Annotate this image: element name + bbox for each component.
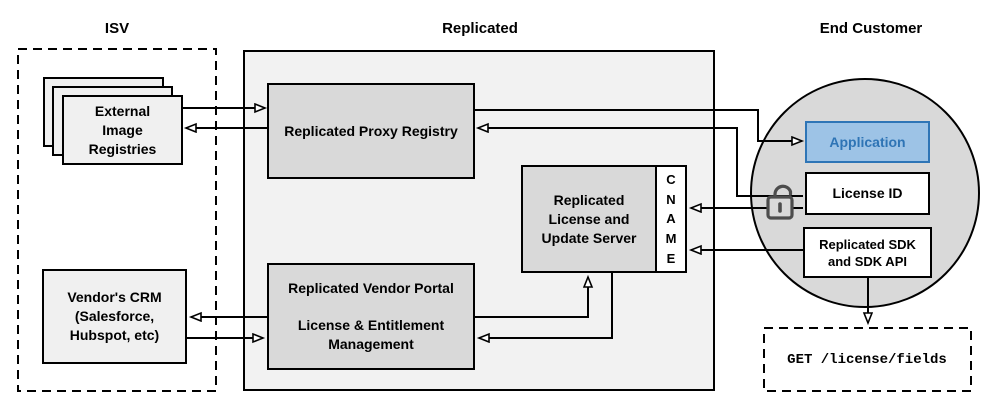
registries-label-line2: Image bbox=[102, 121, 143, 138]
replicated-heading: Replicated bbox=[442, 20, 518, 37]
isv-heading: ISV bbox=[104, 20, 130, 37]
vendor-portal-box: Replicated Vendor Portal License & Entit… bbox=[267, 263, 475, 370]
vendor-portal-label-line1: Replicated Vendor Portal bbox=[288, 280, 454, 296]
crm-label-line2: (Salesforce, bbox=[74, 308, 155, 324]
registries-label-line3: Registries bbox=[88, 140, 157, 157]
sdk-box: Replicated SDK and SDK API bbox=[803, 227, 932, 278]
vendor-crm-box: Vendor's CRM (Salesforce, Hubspot, etc) bbox=[42, 269, 187, 364]
cname-strip: C N A M E bbox=[655, 165, 687, 273]
crm-label-line1: Vendor's CRM bbox=[67, 289, 162, 305]
license-server-label-line1: Replicated bbox=[553, 191, 625, 208]
end-customer-heading: End Customer bbox=[819, 20, 923, 37]
license-update-server-box: Replicated License and Update Server bbox=[521, 165, 657, 273]
license-id-box: License ID bbox=[805, 172, 930, 215]
cname-letter: E bbox=[666, 251, 676, 267]
cname-letter: C bbox=[666, 171, 676, 187]
get-endpoint-label: GET /license/fields bbox=[787, 352, 947, 368]
crm-label-line3: Hubspot, etc) bbox=[69, 327, 160, 343]
cname-letter: M bbox=[665, 231, 677, 247]
application-box: Application bbox=[805, 121, 930, 163]
sdk-label-line2: and SDK API bbox=[828, 253, 907, 269]
license-server-label-line2: License and bbox=[548, 210, 630, 227]
license-id-label: License ID bbox=[832, 185, 903, 201]
vendor-portal-label-line2: License & Entitlement bbox=[297, 317, 445, 333]
external-image-registries-box: External Image Registries bbox=[62, 95, 183, 165]
proxy-registry-box: Replicated Proxy Registry bbox=[267, 83, 475, 179]
registries-label-line1: External bbox=[94, 102, 151, 119]
vendor-portal-label-line3: Management bbox=[328, 336, 414, 352]
proxy-registry-label: Replicated Proxy Registry bbox=[284, 122, 458, 139]
sdk-label-line1: Replicated SDK bbox=[819, 236, 916, 252]
application-label: Application bbox=[829, 133, 906, 150]
cname-letter: N bbox=[666, 191, 676, 207]
license-server-label-line3: Update Server bbox=[541, 229, 637, 246]
cname-letter: A bbox=[666, 211, 676, 227]
